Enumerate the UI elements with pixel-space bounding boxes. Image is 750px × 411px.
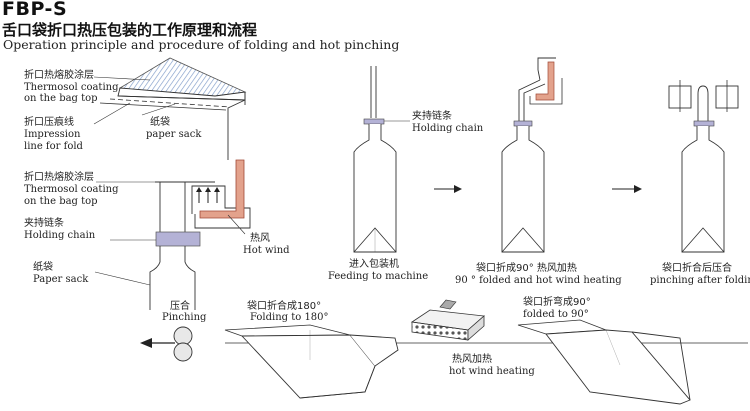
step-arrow-2: [612, 185, 642, 193]
label-coating-mid-en2: on the bag top: [24, 196, 98, 207]
label-fold180-cn: 袋口折合成180°: [247, 301, 322, 312]
hot-wind-detail: [94, 159, 251, 310]
label-pinch-after-en: pinching after folding: [650, 275, 750, 286]
label-paper-sack-low-cn: 纸袋: [33, 262, 53, 273]
label-feeding-en: Feeding to machine: [328, 271, 429, 282]
model-name: FBP-S: [2, 0, 68, 20]
page-title-cn: 舌口袋折口热压包装的工作原理和流程: [2, 21, 258, 39]
bag-feeding: [353, 66, 410, 253]
bag-pinched: [668, 80, 739, 253]
label-fold180-en: Folding to 180°: [250, 312, 329, 323]
page-title-en: Operation principle and procedure of fol…: [3, 37, 400, 52]
label-hot-wind-cn: 热风: [250, 233, 270, 244]
label-paper-sack-top-cn: 纸袋: [150, 117, 170, 128]
label-holding-center-cn: 夹持链条: [412, 111, 452, 122]
label-holding-center-en: Holding chain: [412, 123, 484, 134]
label-hotwind-heat-cn: 热风加热: [452, 354, 492, 365]
label-holding-left-cn: 夹持链条: [24, 218, 64, 229]
label-paper-sack-low-en: Paper sack: [33, 274, 89, 285]
label-pinching-en: Pinching: [162, 312, 207, 323]
label-hot-wind-en: Hot wind: [243, 245, 290, 256]
label-holding-left-en: Holding chain: [24, 230, 96, 241]
label-feeding-cn: 进入包装机: [349, 259, 399, 270]
label-fold90-heat-cn: 袋口折成90° 热风加热: [476, 263, 577, 274]
label-coating-top-en2: on the bag top: [24, 93, 98, 104]
label-coating-mid-en1: Thermosol coating: [24, 184, 119, 195]
label-pinch-after-cn: 袋口折合后压合: [662, 263, 732, 274]
bag-fold-90: [501, 57, 563, 253]
label-fold90-bottom-en: folded to 90°: [523, 309, 589, 320]
label-coating-mid-cn: 折口热熔胶涂层: [24, 172, 94, 183]
step-arrow-1: [434, 185, 462, 193]
bag-top-detail: [93, 57, 247, 160]
label-coating-top-cn: 折口热熔胶涂层: [24, 70, 94, 81]
bag-folded-180: [224, 324, 399, 399]
label-coating-top-en1: Thermosol coating: [24, 82, 119, 93]
label-impression-en2: line for fold: [24, 141, 83, 152]
label-impression-en1: Impression: [24, 129, 81, 140]
label-hotwind-heat-en: hot wind heating: [449, 366, 535, 377]
label-fold90-bottom-cn: 袋口折弯成90°: [523, 297, 591, 308]
hot-wind-heater: [410, 299, 485, 341]
label-paper-sack-top-en: paper sack: [146, 129, 202, 140]
label-impression-cn: 折口压痕线: [24, 117, 74, 128]
label-fold90-heat-en: 90 ° folded and hot wind heating: [455, 275, 622, 286]
label-pinching-cn: 压合: [170, 301, 190, 312]
bag-folded-90-bottom: [517, 319, 691, 405]
